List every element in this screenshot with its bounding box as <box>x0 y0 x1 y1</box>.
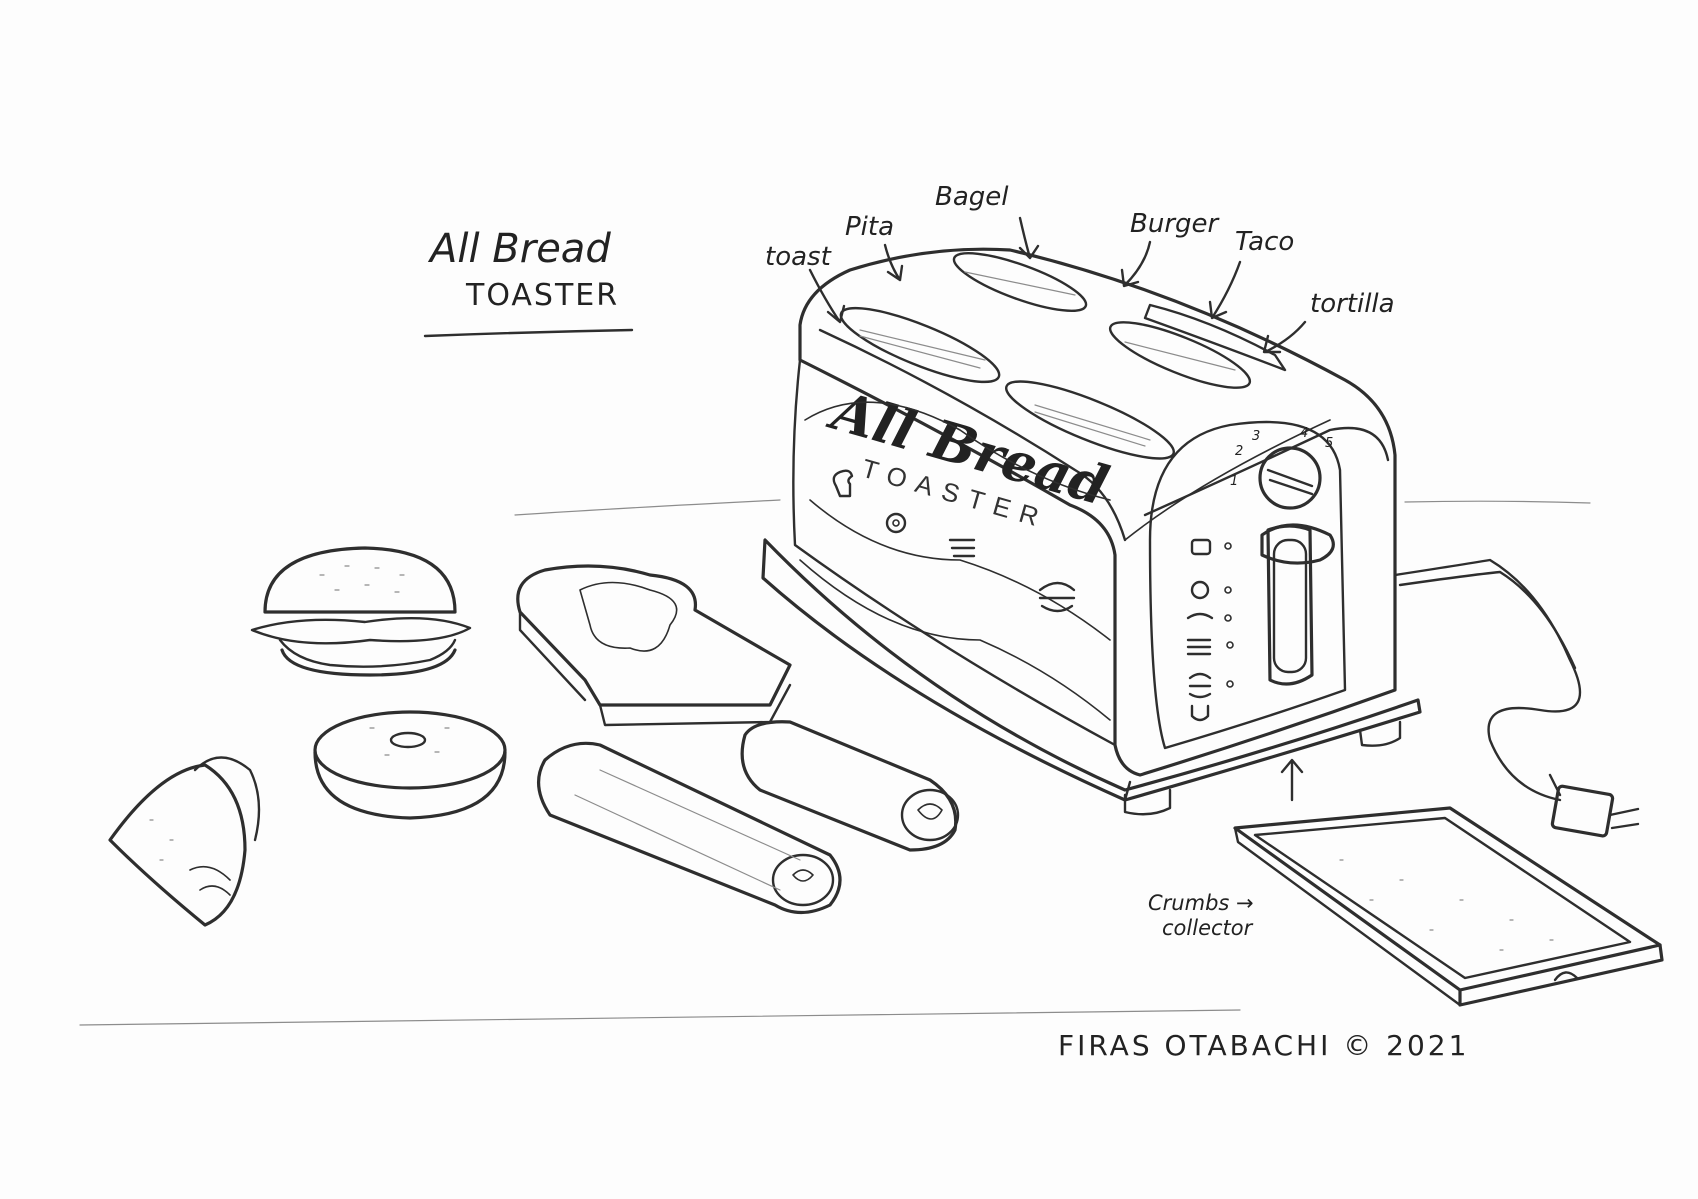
crumbs-label: Crumbs → collector <box>1148 891 1254 940</box>
artist-signature: FIRAS OTABACHI © 2021 <box>1058 1029 1469 1062</box>
browning-dial[interactable] <box>1258 446 1322 510</box>
crumbs-label-line1: Crumbs → <box>1148 891 1254 915</box>
spread-on-toast <box>579 581 678 652</box>
mode-pita-icon[interactable] <box>1190 704 1210 722</box>
control-panel: 1 2 3 4 5 <box>1148 420 1347 750</box>
crumb-tray-drawing <box>1233 758 1664 1007</box>
toaster: All Bread TOASTER 1 2 3 4 5 <box>761 247 1640 838</box>
power-plug <box>1548 773 1640 838</box>
burger-icon <box>1038 581 1076 613</box>
slot-burger <box>1108 321 1252 389</box>
tray-insert-arrow <box>1280 758 1304 802</box>
arrow-pita <box>883 243 904 282</box>
sketch-title: All Bread TOASTER <box>423 226 634 338</box>
toaster-base <box>761 538 1422 802</box>
dial-number-3: 3 <box>1252 429 1260 444</box>
dial-number-5: 5 <box>1325 436 1333 451</box>
power-cord <box>1393 558 1582 802</box>
slot-labels: toast Pita Bagel Burger Taco tortilla <box>765 182 1395 354</box>
title-line1: All Bread <box>427 226 611 272</box>
toaster-lever[interactable] <box>1260 523 1335 565</box>
bagel-drawing <box>313 710 507 820</box>
mode-burger-icon[interactable] <box>1188 672 1212 699</box>
label-taco: Taco <box>1235 227 1294 257</box>
mode-tortilla-icon[interactable] <box>1186 638 1212 656</box>
table-edge-left <box>514 499 781 516</box>
bagel-icon <box>885 512 907 534</box>
toaster-side-icons <box>832 469 1076 613</box>
mode-taco-icon[interactable] <box>1186 612 1214 620</box>
tortilla-icon <box>948 538 976 558</box>
toast-slice-drawing <box>516 564 792 727</box>
title-line2: TOASTER <box>465 278 619 313</box>
title-underline <box>423 328 634 338</box>
table-front-edge <box>79 1009 1241 1026</box>
dial-number-4: 4 <box>1300 426 1308 441</box>
tray-handle[interactable] <box>1553 971 1579 982</box>
toast-icon <box>832 469 854 498</box>
dial-number-1: 1 <box>1230 474 1238 489</box>
dial-number-2: 2 <box>1235 444 1243 459</box>
mode-toast-icon[interactable] <box>1190 538 1212 556</box>
mode-bagel-icon[interactable] <box>1190 580 1210 600</box>
table-edge-right <box>1404 500 1591 504</box>
crumbs-label-line2: collector <box>1162 916 1254 940</box>
burger-drawing <box>250 546 472 677</box>
arrow-toast <box>808 268 846 324</box>
arrow-burger <box>1120 240 1152 288</box>
label-burger: Burger <box>1130 209 1221 239</box>
toaster-body <box>798 247 1397 777</box>
label-pita: Pita <box>845 212 894 242</box>
slot-taco <box>1143 303 1287 372</box>
slot-tortilla <box>1005 380 1175 460</box>
slot-bagel <box>952 252 1088 312</box>
rolled-pita-drawing <box>740 720 960 852</box>
arrow-bagel <box>1018 216 1040 260</box>
arrow-tortilla <box>1262 320 1307 354</box>
toaster-side-face <box>792 358 1117 747</box>
label-bagel: Bagel <box>935 182 1009 212</box>
label-tortilla: tortilla <box>1310 289 1395 319</box>
arrow-taco <box>1208 260 1242 320</box>
tortilla-wrap-drawing <box>537 741 842 915</box>
label-toast: toast <box>765 242 832 272</box>
taco-drawing <box>108 756 261 927</box>
